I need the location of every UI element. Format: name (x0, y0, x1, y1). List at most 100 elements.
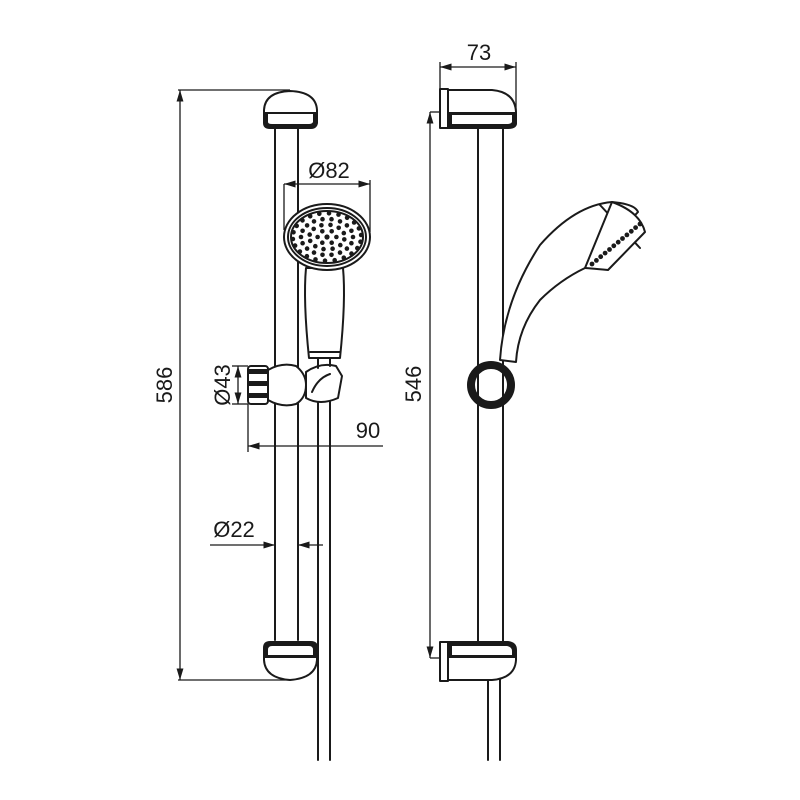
nozzle-dot (319, 223, 324, 228)
nozzle-dot (342, 237, 347, 242)
nozzle-dot (329, 240, 335, 245)
nozzle-dot (330, 246, 335, 251)
nozzle-dot (358, 239, 363, 244)
nozzle-dot (290, 236, 296, 242)
nozzle-dot (294, 223, 300, 229)
holder-diameter-dimension: Ø43 (210, 364, 248, 406)
side-view: 73 546 (401, 40, 646, 761)
head-diameter-label: Ø82 (308, 158, 350, 183)
nozzle-dot (307, 232, 313, 237)
hand-shower-handle (304, 267, 345, 359)
top-wall-bracket (263, 90, 318, 129)
nozzle-dot (355, 245, 360, 251)
nozzle-dot (311, 219, 317, 224)
overall-height-label: 586 (152, 367, 177, 404)
side-hand-shower (499, 201, 646, 363)
nozzle-dot (317, 211, 322, 217)
nozzle-dot (351, 220, 357, 225)
nozzle-dot (349, 240, 354, 246)
nozzle-dot (304, 253, 310, 259)
nozzle-dot (329, 252, 334, 258)
nozzle-dot (329, 216, 334, 222)
nozzle-dot (338, 242, 343, 248)
side-nozzle-dot (607, 247, 612, 252)
nozzle-dot (300, 228, 305, 234)
nozzle-dot (315, 234, 320, 240)
bottom-wall-bracket (263, 641, 318, 681)
bracket-depth-label: 73 (467, 40, 491, 65)
rail-diameter-dimension: Ø22 (210, 517, 323, 549)
side-sliding-holder (467, 361, 515, 409)
nozzle-dot (320, 229, 325, 234)
nozzle-dot (311, 226, 317, 232)
rail-length-label: 546 (401, 366, 426, 403)
nozzle-dot (324, 234, 330, 240)
nozzle-dot (320, 216, 325, 222)
holder-offset-label: 90 (356, 418, 380, 443)
nozzle-dot (337, 219, 343, 224)
nozzle-dot (320, 252, 325, 258)
nozzle-dot (321, 246, 326, 252)
nozzle-pattern (290, 211, 364, 264)
nozzle-dot (311, 250, 317, 255)
nozzle-dot (349, 251, 354, 256)
nozzle-dot (344, 246, 350, 251)
side-top-bracket (439, 88, 517, 129)
side-nozzle-dot (615, 239, 621, 245)
shower-hose (317, 401, 331, 761)
front-view: 586 Ø82 Ø43 90 Ø22 (152, 89, 383, 761)
nozzle-dot (341, 230, 347, 236)
side-nozzle-dot (611, 243, 617, 249)
nozzle-dot (300, 240, 305, 246)
side-nozzle-dot (598, 254, 604, 260)
nozzle-dot (291, 230, 296, 235)
nozzle-dot (358, 232, 364, 238)
nozzle-dot (313, 257, 318, 262)
nozzle-dot (313, 243, 318, 249)
side-nozzle-dot (589, 261, 595, 267)
side-shower-hose (487, 677, 501, 761)
side-nozzle-dot (602, 250, 608, 256)
side-nozzle-dot (628, 228, 634, 234)
nozzle-dot (336, 212, 341, 217)
shower-head (283, 203, 371, 271)
nozzle-dot (332, 257, 338, 263)
nozzle-dot (326, 211, 332, 216)
nozzle-dot (304, 246, 310, 251)
nozzle-dot (307, 214, 313, 219)
nozzle-dot (307, 238, 313, 244)
side-bottom-bracket (439, 641, 517, 682)
nozzle-dot (341, 255, 347, 260)
rail-length-dimension: 546 (401, 111, 440, 659)
side-nozzle-dot (620, 236, 625, 241)
nozzle-dot (329, 229, 335, 234)
sliding-holder (247, 357, 343, 407)
holder-diameter-label: Ø43 (210, 364, 235, 406)
nozzle-dot (344, 215, 350, 221)
nozzle-dot (297, 249, 303, 254)
head-diameter-dimension: Ø82 (283, 158, 371, 232)
nozzle-dot (334, 234, 339, 240)
nozzle-dot (298, 234, 304, 240)
nozzle-dot (300, 218, 305, 223)
nozzle-dot (350, 234, 356, 240)
side-nozzle-dot (594, 258, 599, 263)
nozzle-dot (304, 223, 310, 228)
nozzle-dot (344, 223, 350, 228)
nozzle-dot (356, 226, 362, 231)
nozzle-dot (349, 228, 354, 234)
nozzle-dot (337, 250, 343, 255)
holder-offset-dimension: 90 (247, 400, 383, 452)
side-nozzle-dot (637, 221, 643, 227)
nozzle-dot (320, 240, 325, 245)
overall-height-dimension: 586 (152, 89, 290, 681)
nozzle-dot (328, 222, 333, 228)
side-nozzle-row (589, 221, 643, 267)
bracket-depth-dimension: 73 (439, 40, 517, 112)
nozzle-dot (292, 243, 298, 248)
side-nozzle-dot (624, 232, 630, 238)
side-nozzle-dot (633, 225, 638, 231)
nozzle-dot (322, 258, 328, 264)
nozzle-dot (336, 225, 342, 231)
